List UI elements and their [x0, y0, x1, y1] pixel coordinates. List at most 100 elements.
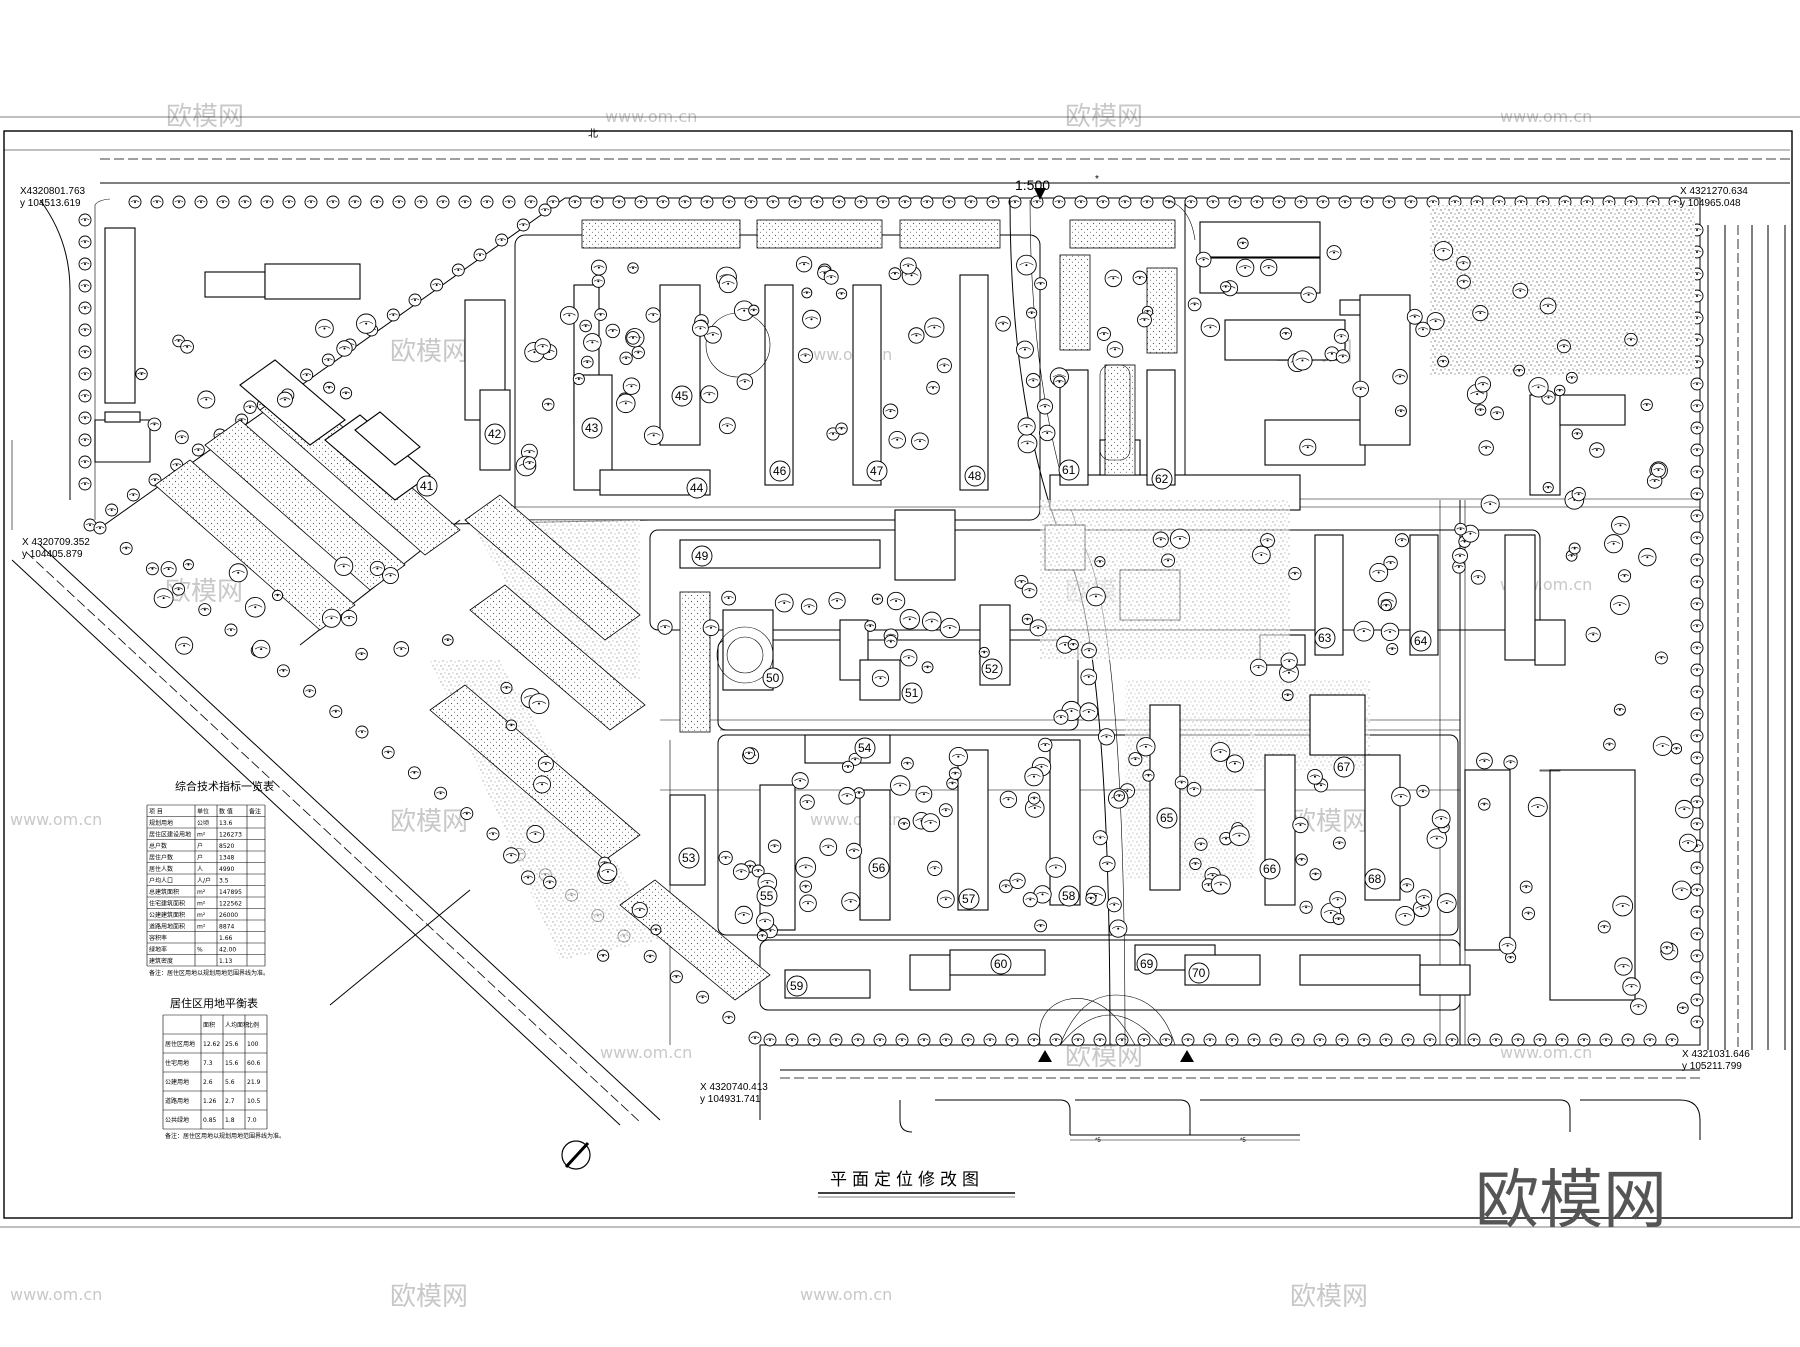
tree-icon [1034, 277, 1048, 291]
tree-icon [543, 875, 557, 890]
tree-icon [1109, 919, 1128, 938]
tree-icon [1467, 1033, 1481, 1047]
tree-icon [864, 620, 877, 632]
north-arrow [561, 1140, 591, 1170]
tree-icon [1392, 368, 1408, 385]
tree-icon [559, 306, 579, 325]
tree-icon [78, 213, 92, 227]
watermark-site: www.om.cn [1500, 1043, 1592, 1062]
building-marker [691, 545, 713, 567]
tree-icon [1281, 689, 1294, 702]
tree-icon [828, 592, 846, 610]
tree-icon [1690, 751, 1704, 765]
drawing-frame [3, 130, 1793, 1219]
tree-icon [1521, 906, 1536, 921]
tree-icon [1206, 195, 1220, 209]
tree-icon [1597, 920, 1611, 934]
tree-icon [1210, 874, 1231, 895]
tree-icon [888, 267, 902, 281]
tree-icon [886, 591, 906, 611]
tree-icon [1478, 440, 1494, 456]
table-cell: 总户数 [149, 842, 167, 850]
tree-icon [732, 863, 750, 880]
building-label: 58 [1062, 889, 1076, 903]
tree-icon [1237, 237, 1249, 250]
tree-icon [1194, 837, 1208, 851]
tree-icon [78, 411, 92, 425]
tree-icon [1577, 1033, 1591, 1047]
table-cell: 比例 [247, 1021, 259, 1029]
tree-icon [1022, 892, 1038, 908]
tree-icon [1603, 738, 1616, 751]
tree-icon [1585, 626, 1601, 643]
tree-icon [326, 195, 340, 209]
building-marker [686, 477, 708, 499]
tree-icon [1690, 641, 1704, 655]
tree-icon [788, 195, 802, 209]
tree-icon [1184, 195, 1198, 209]
tree-icon [871, 593, 884, 605]
tree-icon [1106, 897, 1122, 913]
tree-icon [1690, 883, 1704, 897]
building-label: 41 [420, 479, 434, 493]
table-cell: 容积率 [149, 934, 167, 942]
table-cell: 规划用地 [149, 819, 173, 827]
tree-icon [626, 331, 640, 345]
tree-icon [800, 598, 818, 615]
tree-icon [983, 1033, 997, 1047]
tree-icon [1675, 799, 1694, 819]
tree-icon [1027, 792, 1041, 805]
tree-icon [1228, 825, 1250, 846]
tree-icon [1210, 742, 1231, 762]
tree-icon [1024, 766, 1044, 787]
table-cell: m² [197, 901, 206, 908]
tree-icon [502, 195, 516, 209]
tree-icon [1313, 1033, 1327, 1047]
tree-icon [1640, 398, 1653, 412]
tree-icon [1406, 308, 1423, 325]
tree-icon [799, 880, 812, 893]
building-label: 59 [790, 979, 804, 993]
brand-watermark: 欧模网 [1475, 1164, 1667, 1238]
tree-icon [334, 556, 354, 576]
tree-icon [643, 425, 664, 446]
tree-icon [795, 857, 817, 878]
tree-icon [1379, 1033, 1393, 1047]
tree-icon [1329, 891, 1347, 909]
tree-icon [1452, 547, 1468, 564]
tree-icon [1690, 949, 1704, 963]
tree-icon [1096, 327, 1111, 341]
indicators-title: 综合技术指标一览表 [175, 779, 274, 793]
tree-icon [1399, 878, 1415, 893]
tree-icon [884, 634, 898, 649]
tree-icon [1092, 830, 1108, 846]
table-cell: 7.0 [247, 1117, 257, 1124]
building-marker [786, 975, 808, 997]
tree-icon [1029, 619, 1047, 637]
table-cell: 7.3 [203, 1060, 213, 1067]
tree-icon [1624, 332, 1638, 347]
tree-icon [802, 309, 821, 329]
tree-icon [1476, 752, 1493, 770]
building-label: 50 [766, 671, 780, 685]
drawing-title-block: 平面定位修改图 [818, 1170, 1015, 1198]
tree-icon [1391, 786, 1411, 807]
watermark-brand: 欧模网 [1290, 1282, 1368, 1312]
tree-icon [1690, 993, 1704, 1007]
table-cell: 人/户 [197, 877, 211, 885]
tree-icon [1052, 195, 1066, 209]
watermark-site: www.om.cn [600, 1043, 692, 1062]
tree-icon [1690, 575, 1704, 589]
tree-icon [1280, 652, 1298, 670]
tree-icon [1480, 494, 1500, 514]
tree-icon [748, 1031, 762, 1045]
tree-icon [1247, 1033, 1261, 1047]
building-label: 48 [968, 469, 982, 483]
tree-icon [1292, 816, 1309, 834]
tree-icon [1132, 270, 1147, 286]
tree-icon [921, 661, 934, 674]
tree-icon [495, 233, 509, 247]
tree-icon [1489, 1033, 1503, 1047]
tree-icon [964, 195, 978, 209]
building-label: 61 [1062, 463, 1076, 477]
